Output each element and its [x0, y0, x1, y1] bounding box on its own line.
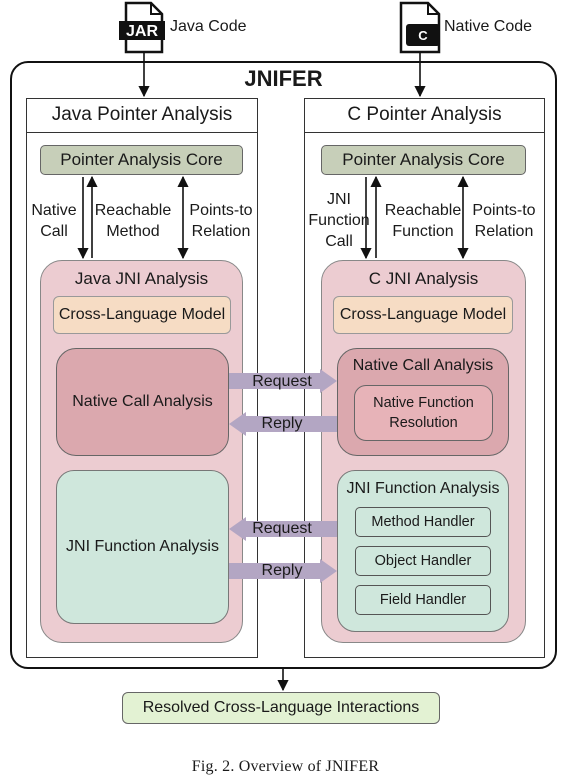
reply-arrow-bottom: [229, 559, 337, 583]
figure-caption: Fig. 2. Overview of JNIFER: [191, 758, 380, 775]
java-jni-analysis-title: Java JNI Analysis: [74, 269, 209, 288]
c-native-call-analysis-title: Native Call Analysis: [352, 357, 494, 374]
jar-icon-text: JAR: [126, 23, 158, 40]
request-arrow-top: [229, 369, 337, 393]
java-jni-function-analysis: JNI Function Analysis: [56, 470, 229, 624]
c-jni-analysis-title: C JNI Analysis: [368, 269, 479, 288]
native-code-label: Native Code: [444, 18, 533, 35]
field-handler: Field Handler: [355, 585, 491, 615]
reply-arrow-top: [229, 412, 337, 436]
c-cross-language-model: Cross-Language Model: [333, 296, 513, 334]
request-arrow-bottom: [229, 517, 337, 541]
reply-label-top: Reply: [261, 415, 303, 432]
jnifer-title: JNIFER: [244, 66, 323, 91]
request-label-bottom: Request: [252, 520, 312, 537]
java-code-label: Java Code: [170, 18, 247, 35]
java-panel-title: Java Pointer Analysis: [26, 98, 258, 133]
object-handler: Object Handler: [355, 546, 491, 576]
java-pointer-analysis-core: Pointer Analysis Core: [40, 145, 243, 175]
java-native-call-analysis: Native Call Analysis: [56, 348, 229, 456]
c-icon-text: C: [418, 28, 428, 43]
java-cross-language-model: Cross-Language Model: [53, 296, 231, 334]
c-jni-function-analysis-title: JNI Function Analysis: [346, 480, 500, 497]
reply-label-bottom: Reply: [261, 562, 303, 579]
c-pointer-analysis-core: Pointer Analysis Core: [321, 145, 526, 175]
method-handler: Method Handler: [355, 507, 491, 537]
jar-file-icon: JAR: [119, 1, 165, 54]
request-label-top: Request: [252, 373, 312, 390]
c-panel-title: C Pointer Analysis: [304, 98, 545, 133]
c-file-icon: C: [399, 1, 441, 54]
resolved-interactions-box: Resolved Cross-Language Interactions: [122, 692, 440, 724]
